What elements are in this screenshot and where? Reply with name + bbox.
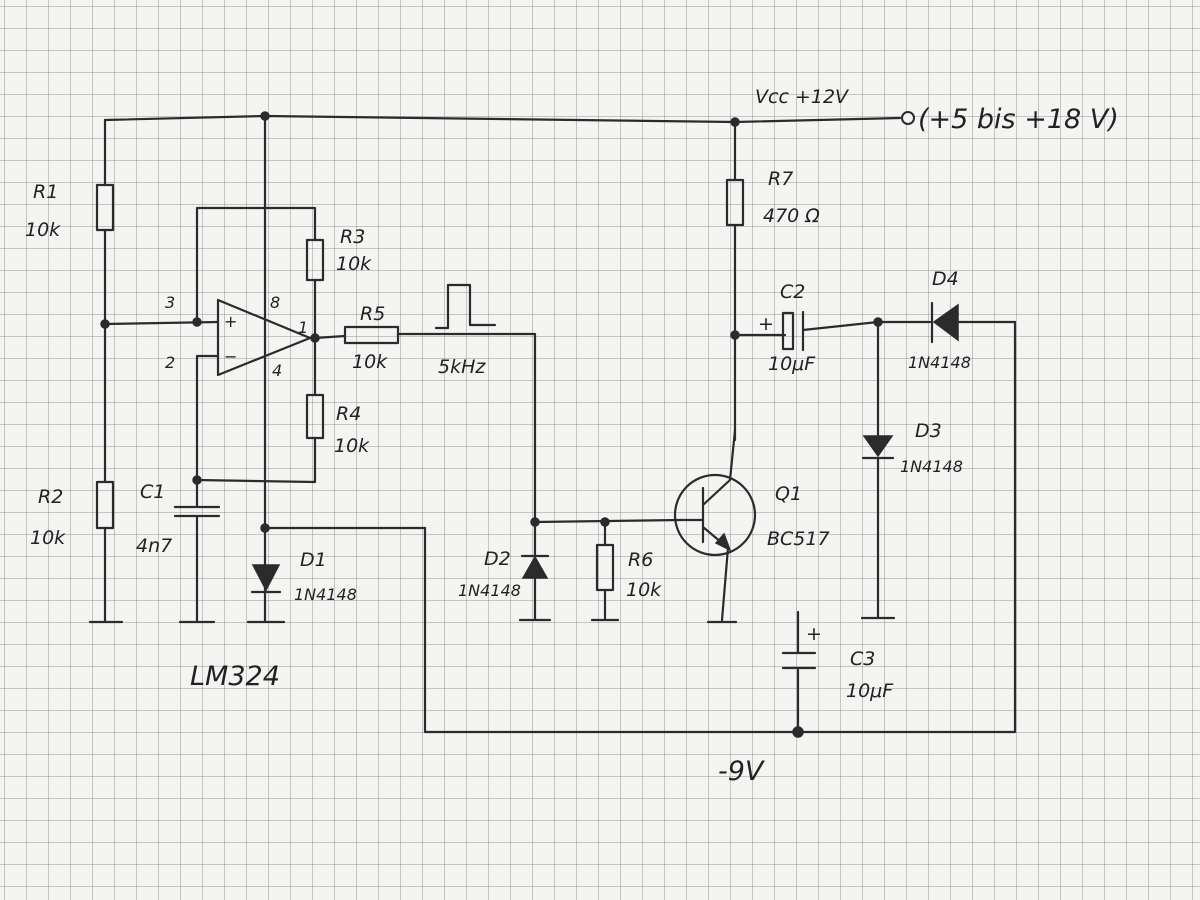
label-c2-value: 10μF (768, 353, 816, 375)
label-opamp-name: LM324 (190, 661, 280, 692)
label-c3-plus: + (806, 623, 822, 645)
label-r5-ref: R5 (360, 303, 385, 325)
label-d2-ref: D2 (484, 548, 511, 570)
label-c1-value: 4n7 (136, 535, 172, 557)
label-r2-value: 10k (30, 527, 66, 549)
label-r7-ref: R7 (768, 168, 793, 190)
capacitor-c2-plate (781, 311, 795, 351)
label-r4-value: 10k (334, 435, 370, 457)
label-c3-value: 10μF (846, 680, 894, 702)
label-r6-value: 10k (626, 579, 662, 601)
label-d1-ref: D1 (300, 549, 327, 571)
label-c2-plus: + (758, 313, 774, 335)
neg-rail (423, 320, 1017, 734)
label-c1-ref: C1 (140, 481, 165, 503)
label-r6-ref: R6 (628, 549, 653, 571)
diode-d2 (521, 555, 549, 579)
label-q1-value: BC517 (767, 528, 830, 550)
resistor-r3 (305, 238, 325, 282)
feedback-wire (195, 206, 317, 484)
transistor-q1-leads (678, 428, 738, 624)
label-r3-ref: R3 (340, 226, 365, 248)
label-d3-value: 1N4148 (900, 457, 963, 476)
label-c3-ref: C3 (850, 648, 875, 670)
label-supply-range: (+5 bis +18 V) (918, 104, 1119, 135)
wire-r5 (313, 332, 537, 524)
label-r7-value: 470 Ω (763, 205, 820, 227)
resistor-r5 (343, 325, 400, 345)
square-wave-icon (434, 283, 497, 330)
label-pin4: 4 (272, 361, 282, 380)
transistor-q1 (673, 473, 757, 557)
resistor-r7 (725, 178, 745, 227)
vcc-terminal (901, 111, 915, 125)
label-d2-value: 1N4148 (458, 581, 521, 600)
label-opamp-minus: − (224, 347, 237, 366)
label-vcc: Vcc +12V (755, 86, 850, 108)
diode-d4 (932, 303, 959, 342)
label-opamp-plus: + (224, 312, 237, 331)
diode-d1-bar (246, 590, 286, 624)
label-r2-ref: R2 (38, 486, 63, 508)
resistor-r1 (95, 183, 115, 232)
resistor-r4 (305, 393, 325, 440)
junction-vcc-r7 (730, 117, 740, 127)
resistor-r6 (595, 543, 615, 592)
capacitor-c3 (781, 610, 817, 734)
transistor-q1-arrow (714, 532, 732, 552)
label-r3-value: 10k (336, 253, 372, 275)
resistor-r2 (95, 480, 115, 530)
label-r1-ref: R1 (33, 181, 58, 203)
capacitor-c1 (173, 478, 221, 624)
label-frequency: 5kHz (438, 356, 486, 378)
junction-neg (792, 726, 804, 738)
label-c2-ref: C2 (780, 281, 805, 303)
label-r5-value: 10k (352, 351, 388, 373)
label-pin2: 2 (165, 353, 175, 372)
diode-d3 (862, 435, 894, 458)
wire-d3 (860, 320, 896, 620)
diode-d1 (251, 564, 281, 592)
label-d4-value: 1N4148 (908, 353, 971, 372)
wire-r6 (590, 520, 620, 622)
label-d4-ref: D4 (932, 268, 959, 290)
label-pin3: 3 (165, 293, 175, 312)
junction-vcc-top (260, 111, 270, 121)
label-d3-ref: D3 (915, 420, 942, 442)
vcc-rail (103, 114, 902, 124)
wire-base (533, 518, 682, 524)
label-negative-supply: -9V (718, 756, 766, 787)
label-q1-ref: Q1 (775, 483, 802, 505)
label-r1-value: 10k (25, 219, 61, 241)
label-d1-value: 1N4148 (294, 585, 357, 604)
label-pin8: 8 (270, 293, 280, 312)
wire-c2 (733, 320, 880, 337)
wire-d2 (518, 520, 552, 622)
label-r4-ref: R4 (336, 403, 361, 425)
label-pin1: 1 (298, 318, 308, 337)
